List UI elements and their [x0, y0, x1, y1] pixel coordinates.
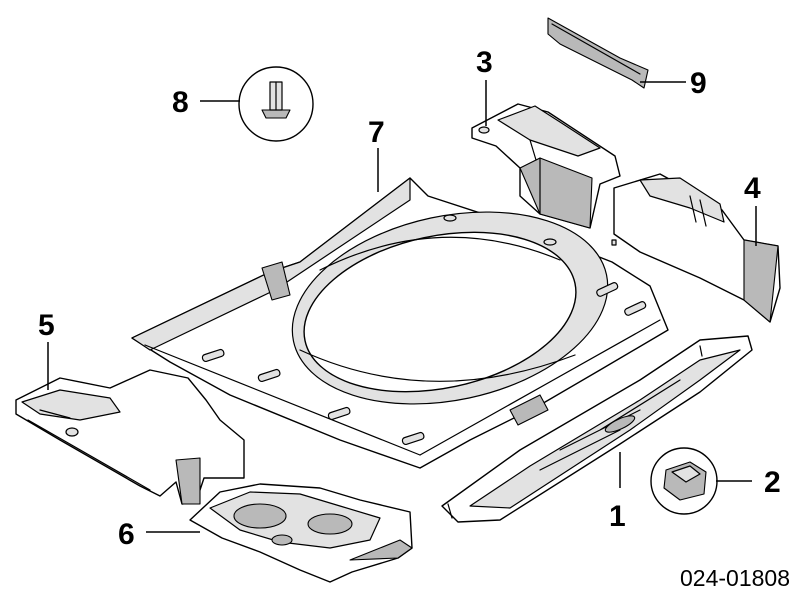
callout-7: 7 — [368, 116, 385, 149]
diagram-reference-number: 024-01808 — [680, 565, 790, 591]
callout-3: 3 — [476, 46, 493, 79]
part-1-rear-sill-trim — [441, 335, 753, 523]
part-3-rear-bracket — [471, 103, 621, 229]
callout-6: 6 — [118, 518, 135, 551]
part-7-trunk-floor-panel — [131, 177, 669, 469]
callout-1: 1 — [609, 500, 626, 533]
callout-5: 5 — [38, 309, 55, 342]
part-4-right-side-trim — [613, 173, 781, 323]
callout-9: 9 — [690, 67, 707, 100]
callout-4: 4 — [744, 172, 761, 205]
part-9-trim-strip — [547, 17, 649, 89]
part-6-storage-tray — [189, 483, 413, 583]
callout-8: 8 — [172, 86, 189, 119]
callout-labels: 1 2 3 4 5 6 7 8 9 — [38, 46, 781, 551]
leader-lines — [47, 80, 757, 533]
part-8-fastener-inset — [238, 66, 314, 142]
part-5-left-side-panel — [15, 369, 245, 505]
part-2-clip-inset — [650, 447, 718, 515]
callout-2: 2 — [764, 466, 781, 499]
